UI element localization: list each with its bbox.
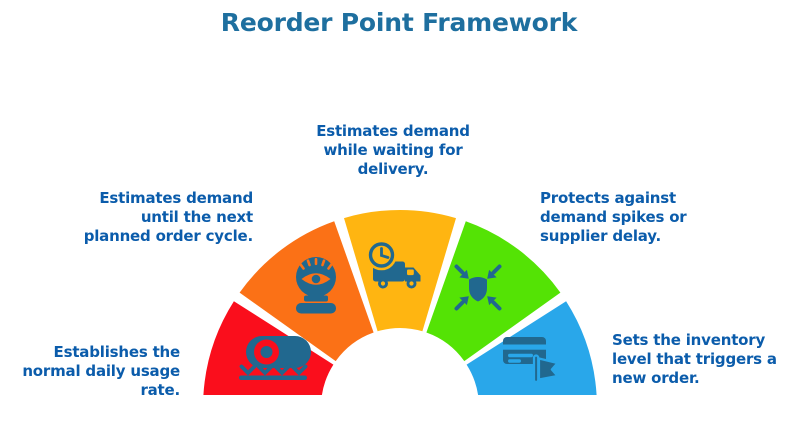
label-line: planned order cycle. bbox=[83, 227, 254, 245]
label-line: Protects against bbox=[540, 189, 676, 207]
label-line: Sets the inventory bbox=[612, 331, 766, 349]
label-order-cycle: Estimates demand until the next planned … bbox=[48, 189, 254, 246]
label-line: while waiting for bbox=[323, 141, 463, 159]
delivery-truck-clock-icon bbox=[366, 239, 421, 289]
segment-safety-stock bbox=[426, 221, 561, 362]
card-flag-icon bbox=[503, 337, 559, 384]
label-line: supplier delay. bbox=[540, 227, 661, 245]
label-line: level that triggers a bbox=[612, 350, 777, 368]
label-daily-usage: Establishes the normal daily usage rate. bbox=[18, 343, 180, 400]
label-safety-stock: Protects against demand spikes or suppli… bbox=[540, 189, 745, 246]
label-line: Estimates demand bbox=[316, 122, 470, 140]
label-line: rate. bbox=[140, 381, 180, 399]
label-line: delivery. bbox=[357, 160, 429, 178]
label-line: normal daily usage bbox=[22, 362, 180, 380]
label-reorder-trigger: Sets the inventory level that triggers a… bbox=[612, 331, 790, 388]
page-title: Reorder Point Framework bbox=[220, 8, 578, 37]
label-line: until the next bbox=[140, 208, 253, 226]
crystal-ball-icon bbox=[296, 257, 336, 314]
label-lead-time: Estimates demand while waiting for deliv… bbox=[288, 122, 498, 179]
label-line: demand spikes or bbox=[540, 208, 687, 226]
shield-compress-icon bbox=[454, 264, 502, 311]
label-line: Establishes the bbox=[53, 343, 181, 361]
label-line: new order. bbox=[612, 369, 700, 387]
usage-meter-icon bbox=[239, 336, 311, 380]
label-line: Estimates demand bbox=[99, 189, 253, 207]
